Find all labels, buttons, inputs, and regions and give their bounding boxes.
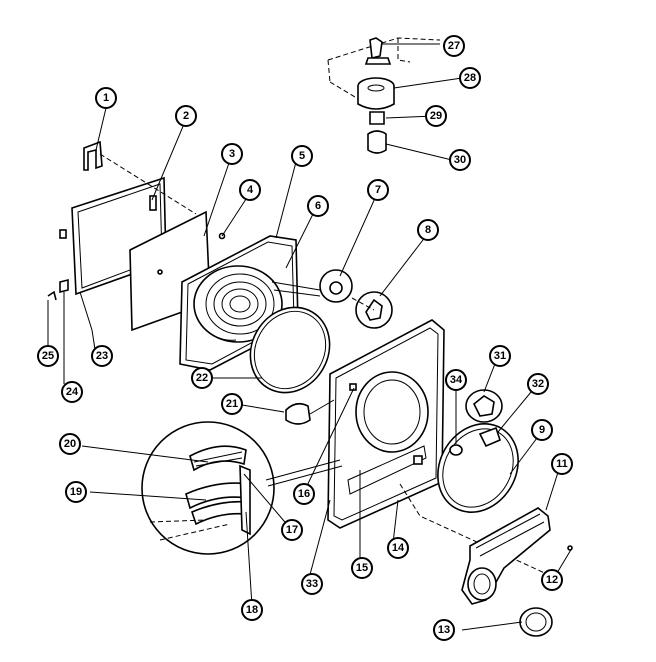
callout: 3 <box>221 143 243 165</box>
front-bulkhead <box>327 319 561 581</box>
callout-label: 30 <box>454 154 466 166</box>
callout-label: 4 <box>247 184 254 196</box>
callout: 12 <box>541 569 563 591</box>
seal-ring <box>437 423 519 513</box>
callout-label: 12 <box>546 574 558 586</box>
callout-label: 34 <box>450 374 463 386</box>
callout-label: 19 <box>70 486 82 498</box>
callout-label: 8 <box>425 224 431 236</box>
callout: 30 <box>449 149 471 171</box>
callout-label: 15 <box>356 562 368 574</box>
callout: 32 <box>527 373 549 395</box>
callout-label: 17 <box>286 524 298 536</box>
callout: 11 <box>551 453 573 475</box>
callout-label: 22 <box>196 372 208 384</box>
detail-zoom-circle <box>141 421 343 555</box>
part-32 <box>478 426 501 448</box>
callout-label: 23 <box>96 350 108 362</box>
callout-label: 13 <box>438 624 450 636</box>
callout: 16 <box>293 483 315 505</box>
callout-label: 20 <box>64 438 76 450</box>
callout-label: 5 <box>299 150 305 162</box>
callout-label: 18 <box>246 604 258 616</box>
part-21 <box>285 399 335 425</box>
callout: 17 <box>281 519 303 541</box>
callout: 18 <box>241 599 263 621</box>
callout: 6 <box>307 195 329 217</box>
callout: 14 <box>387 537 409 559</box>
callout: 5 <box>291 145 313 167</box>
callout: 19 <box>65 481 87 503</box>
door-handle <box>461 507 573 605</box>
leader-lines <box>47 43 573 631</box>
callout: 13 <box>433 619 455 641</box>
callout-label: 21 <box>226 398 238 410</box>
callout: 31 <box>489 345 511 367</box>
callout-label: 27 <box>448 40 460 52</box>
detail-8 <box>351 291 393 329</box>
top-switch-assembly <box>327 37 441 154</box>
gasket-ring <box>249 306 331 394</box>
callout-label: 24 <box>66 386 79 398</box>
callout-label: 28 <box>464 72 476 84</box>
callout-label: 9 <box>539 424 545 436</box>
callout-label: 33 <box>306 578 318 590</box>
callout: 7 <box>367 179 389 201</box>
callout: 24 <box>61 381 83 403</box>
callout: 1 <box>95 87 117 109</box>
callout-label: 29 <box>430 110 442 122</box>
callout-label: 31 <box>494 350 506 362</box>
callout-label: 14 <box>392 542 405 554</box>
callout: 28 <box>459 67 481 89</box>
callout: 29 <box>425 105 447 127</box>
callout-label: 25 <box>42 350 54 362</box>
callout-label: 32 <box>532 378 544 390</box>
callout-label: 16 <box>298 488 310 500</box>
callout: 4 <box>239 179 261 201</box>
callout-label: 3 <box>229 148 235 160</box>
callout-label: 1 <box>103 92 109 104</box>
callout: 2 <box>175 105 197 127</box>
callout: 9 <box>531 419 553 441</box>
callout: 27 <box>443 35 465 57</box>
callout: 23 <box>91 345 113 367</box>
callout-label: 2 <box>183 110 189 122</box>
part-31 <box>465 389 503 423</box>
callout-label: 7 <box>375 184 381 196</box>
callout: 21 <box>221 393 243 415</box>
callout: 25 <box>37 345 59 367</box>
callout: 8 <box>417 219 439 241</box>
callout-label: 6 <box>315 200 321 212</box>
callout-label: 11 <box>556 458 568 470</box>
detail-7 <box>271 269 353 303</box>
callout: 15 <box>351 557 373 579</box>
callout: 20 <box>59 433 81 455</box>
callout: 22 <box>191 367 213 389</box>
callout: 33 <box>301 573 323 595</box>
callout: 34 <box>445 369 467 391</box>
ring-13 <box>519 607 553 637</box>
